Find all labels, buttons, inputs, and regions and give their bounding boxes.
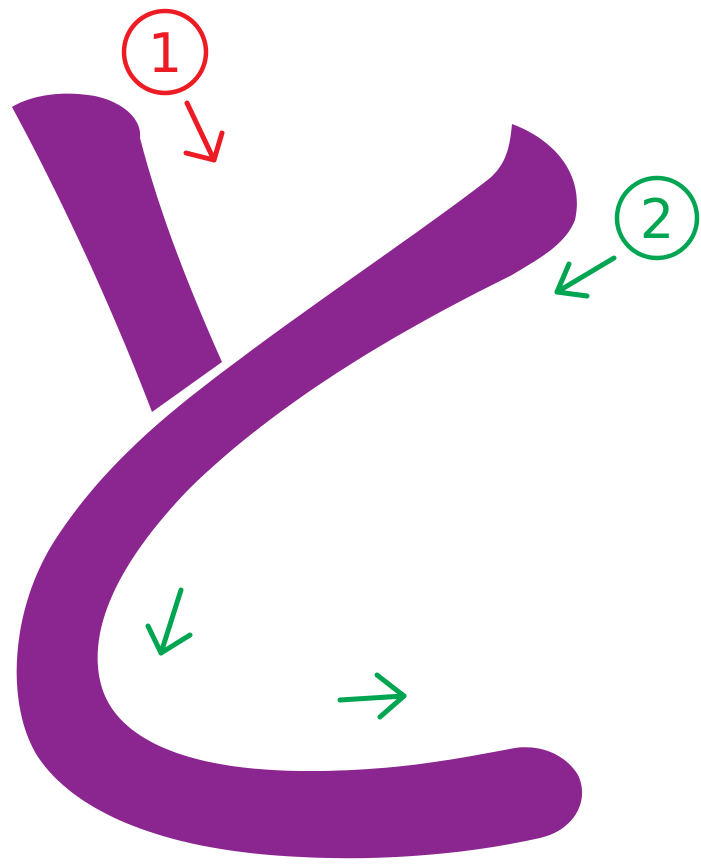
stroke-2-direction-arrow-icon-1 — [554, 255, 617, 299]
stroke-2-annotation: 2 — [145, 175, 700, 720]
stroke-2-direction-arrow-icon-2 — [145, 587, 193, 656]
glyph-stroke-2 — [16, 124, 583, 859]
stroke-1-order-circle — [121, 8, 209, 96]
stroke-1-annotation: 1 — [121, 8, 225, 163]
glyph-stroke-1 — [12, 93, 222, 412]
glyph-yo — [12, 93, 583, 859]
stroke-2-order-number: 2 — [640, 188, 674, 251]
stroke-2-order-circle — [614, 175, 700, 261]
stroke-2-direction-arrow-icon-3 — [337, 672, 407, 720]
stroke-1-direction-arrow-icon — [183, 100, 225, 163]
stroke-1-order-number: 1 — [148, 22, 182, 85]
